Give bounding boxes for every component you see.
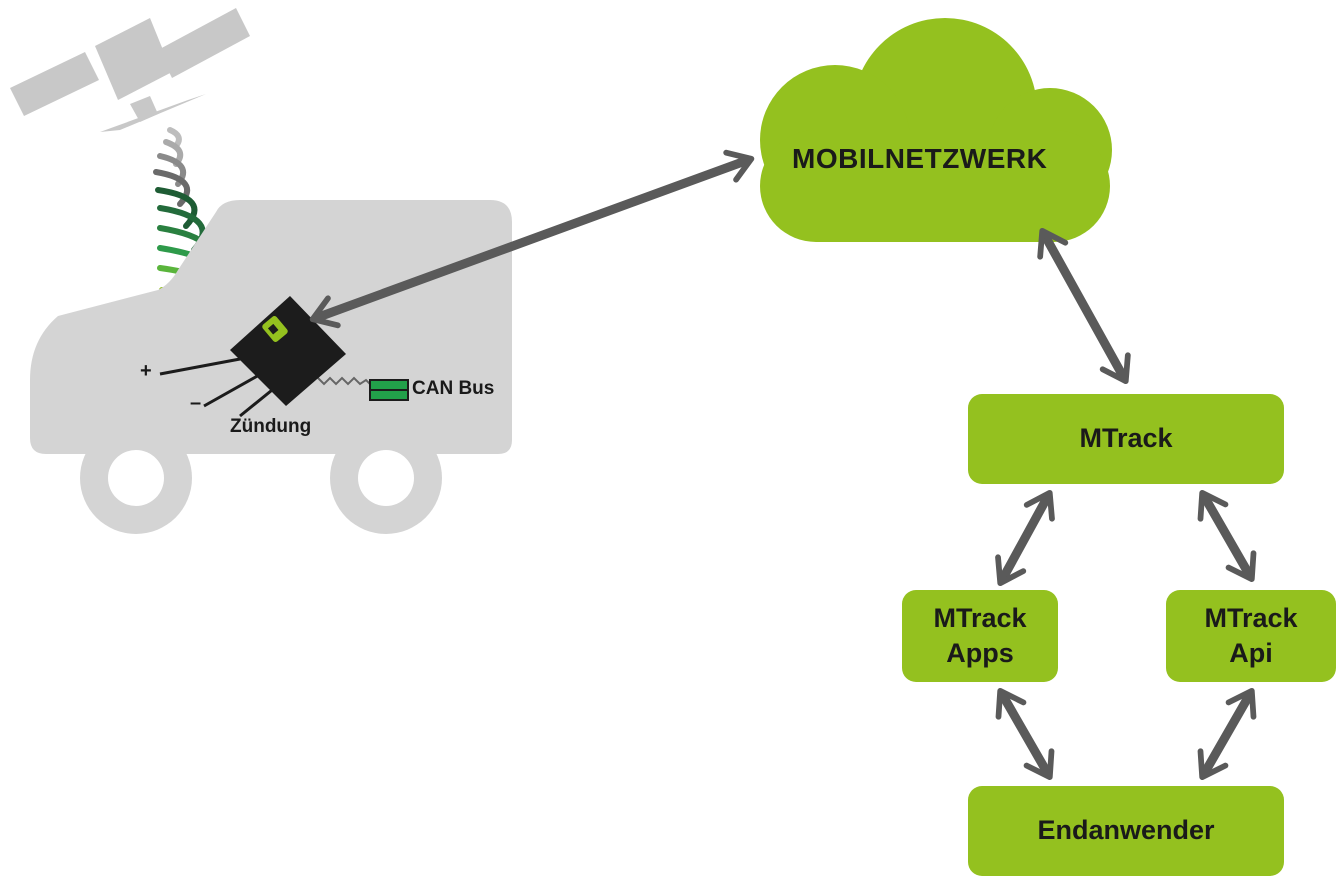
arrow-api-endanwender <box>1197 687 1257 781</box>
arrow-device-cloud <box>309 149 755 329</box>
node-api-line1: MTrack <box>1204 602 1298 633</box>
sim-card-icon <box>262 316 288 342</box>
node-mtrack-apps: MTrack Apps <box>902 590 1058 682</box>
node-endanwender-label: Endanwender <box>1037 815 1215 846</box>
can-bus-label: CAN Bus <box>412 378 495 399</box>
node-endanwender: Endanwender <box>968 786 1284 876</box>
cloud-label: MOBILNETZWERK <box>792 143 1048 174</box>
ignition-label: Zündung <box>230 416 312 437</box>
arrow-mtrack-api <box>1197 489 1257 583</box>
satellite-icon <box>10 8 250 132</box>
tracker-device-icon <box>230 296 346 406</box>
can-wire <box>317 376 373 387</box>
node-mtrack-api: MTrack Api <box>1166 590 1336 682</box>
can-bus-connector-icon <box>369 379 409 401</box>
cloud-icon <box>760 18 1112 242</box>
minus-label: – <box>190 392 202 414</box>
plus-label: + <box>140 360 152 382</box>
node-apps-line1: MTrack <box>933 602 1027 633</box>
arrow-cloud-mtrack <box>1037 227 1131 385</box>
arrow-mtrack-apps <box>995 489 1055 587</box>
node-api-line2: Api <box>1229 638 1273 668</box>
arrow-apps-endanwender <box>995 687 1055 781</box>
node-mtrack: MTrack <box>968 394 1284 484</box>
node-apps-line2: Apps <box>946 638 1014 668</box>
node-mtrack-label: MTrack <box>1079 423 1173 454</box>
